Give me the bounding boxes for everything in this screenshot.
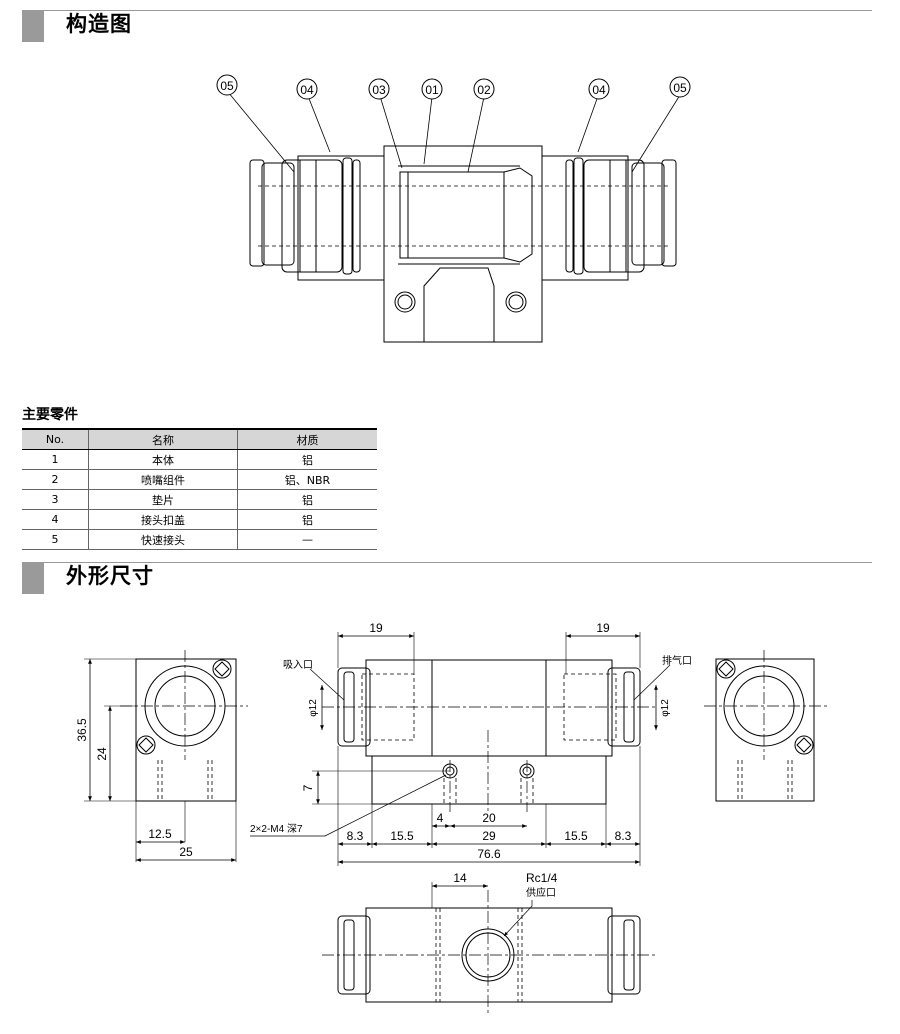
section-bar (22, 10, 44, 42)
section-title: 构造图 (66, 12, 132, 36)
section-header-structure: 构造图 (22, 10, 872, 56)
callout-05-left: 05 (216, 74, 238, 96)
svg-text:36.5: 36.5 (75, 718, 89, 742)
structure-drawing: 05 04 03 01 02 04 05 (216, 74, 691, 343)
svg-text:8.3: 8.3 (615, 829, 632, 843)
svg-text:24: 24 (95, 747, 109, 761)
svg-text:01: 01 (425, 83, 439, 97)
svg-text:2×2-M4 深7: 2×2-M4 深7 (250, 823, 303, 835)
left-cap (297, 155, 385, 281)
svg-text:7: 7 (301, 784, 315, 791)
svg-text:排气口: 排气口 (662, 654, 692, 667)
header-material: 材质 (237, 428, 377, 450)
svg-text:φ12: φ12 (308, 699, 319, 717)
right-cap (541, 155, 629, 281)
svg-text:19: 19 (369, 621, 383, 635)
svg-text:20: 20 (482, 811, 496, 825)
callout-02: 02 (473, 78, 495, 100)
callout-04-right: 04 (588, 78, 610, 100)
svg-text:02: 02 (477, 83, 491, 97)
front-view (250, 632, 671, 866)
header-no: No. (22, 428, 89, 450)
right-view (704, 650, 828, 802)
section-rule (44, 10, 872, 11)
callouts: 05 04 03 01 02 04 05 (216, 74, 691, 100)
svg-text:8.3: 8.3 (347, 829, 364, 843)
svg-text:03: 03 (372, 83, 386, 97)
left-view (84, 650, 248, 862)
section-rule (44, 562, 872, 563)
svg-text:12.5: 12.5 (148, 827, 172, 841)
svg-text:76.6: 76.6 (477, 847, 501, 861)
svg-text:05: 05 (673, 81, 687, 95)
callout-03: 03 (368, 78, 390, 100)
svg-text:29: 29 (482, 829, 496, 843)
section-bar (22, 562, 44, 594)
svg-text:04: 04 (592, 83, 606, 97)
svg-text:14: 14 (453, 871, 467, 885)
svg-text:吸入口: 吸入口 (283, 660, 313, 671)
callout-01: 01 (421, 78, 443, 100)
header-name: 名称 (88, 428, 238, 450)
parts-title: 主要零件 (22, 407, 78, 423)
section-header-dimensions: 外形尺寸 (22, 562, 872, 608)
callout-04-left: 04 (296, 78, 318, 100)
svg-text:19: 19 (596, 621, 610, 635)
svg-text:05: 05 (220, 79, 234, 93)
svg-text:25: 25 (179, 845, 193, 859)
bottom-view (322, 882, 656, 1014)
svg-text:4: 4 (437, 811, 444, 825)
section-title: 外形尺寸 (66, 564, 154, 588)
svg-text:Rc1/4: Rc1/4 (526, 871, 558, 885)
callout-05-right: 05 (669, 76, 691, 98)
svg-text:供应口: 供应口 (526, 886, 556, 899)
svg-text:04: 04 (300, 83, 314, 97)
svg-text:15.5: 15.5 (564, 829, 588, 843)
svg-text:φ12: φ12 (660, 699, 671, 717)
parts-header-row: No. 名称 材质 (22, 428, 377, 450)
svg-text:15.5: 15.5 (390, 829, 414, 843)
